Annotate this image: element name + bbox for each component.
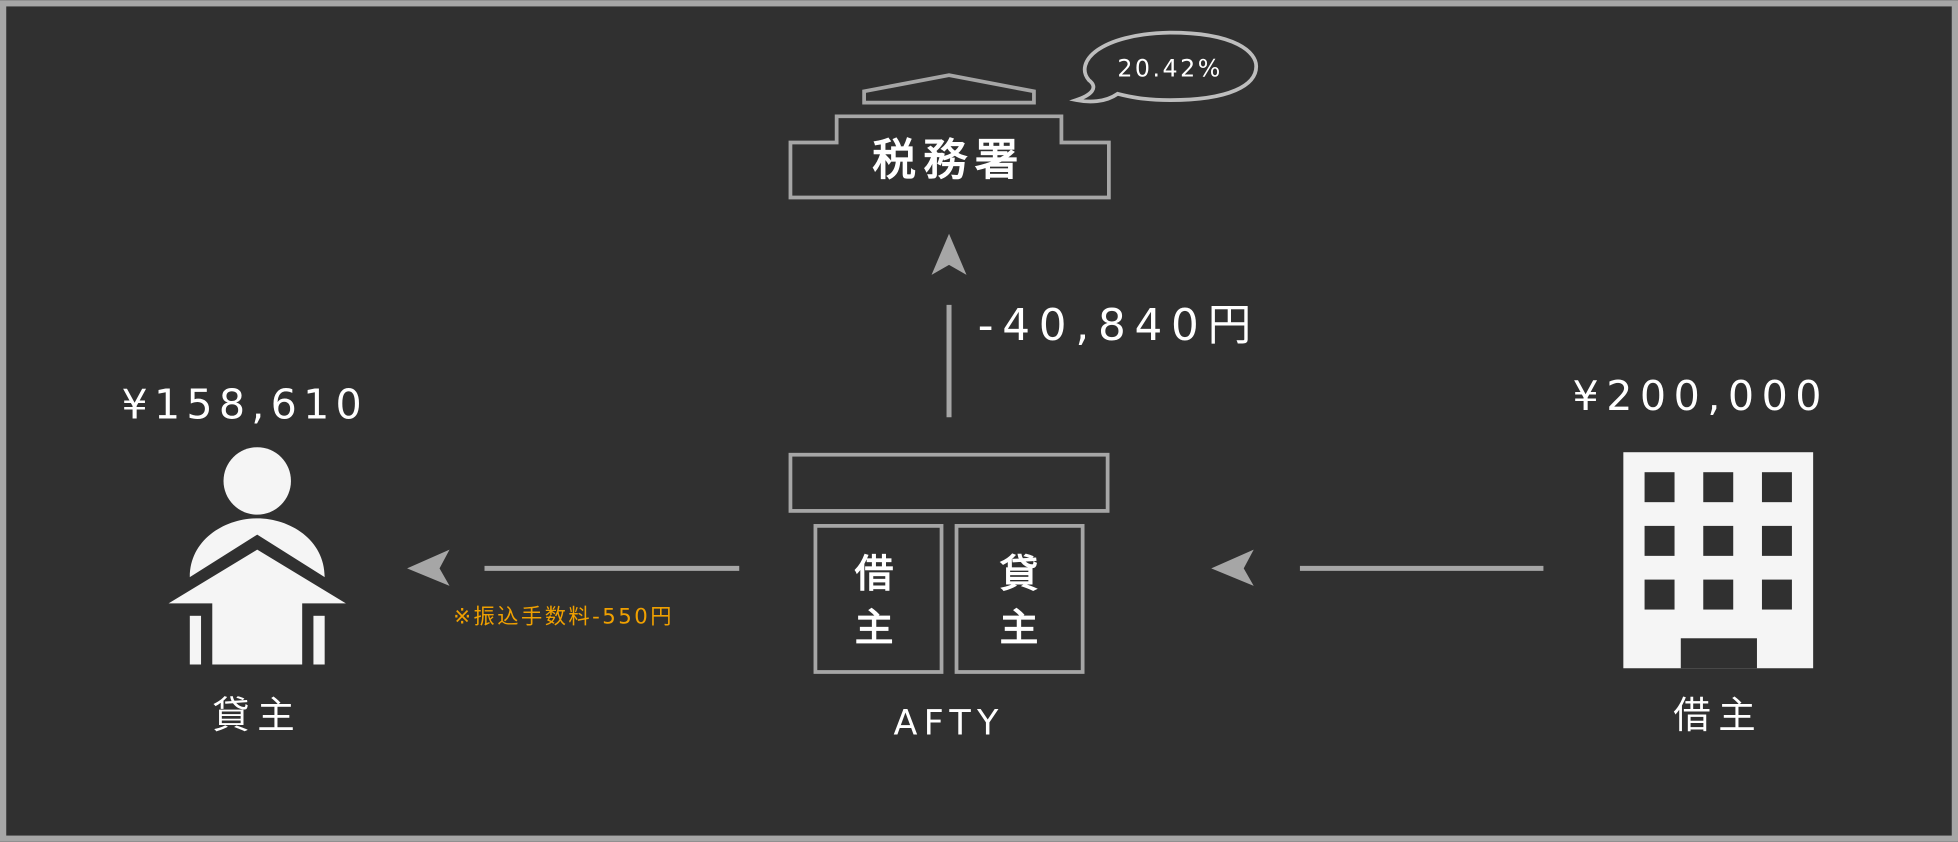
arrow-left-icon-2 xyxy=(1211,549,1254,586)
afty-label: AFTY xyxy=(893,703,1004,743)
arrow-up-icon xyxy=(931,233,967,275)
borrower-amount: ¥200,000 xyxy=(1573,372,1829,420)
borrower-label: 借主 xyxy=(1673,693,1763,737)
lender-label: 貸主 xyxy=(212,693,302,737)
tax-office-icon xyxy=(788,73,1111,200)
tax-rate: 20.42% xyxy=(1117,54,1222,82)
tax-amount: -40,840円 xyxy=(978,300,1260,351)
arrow-left-icon xyxy=(407,549,450,586)
tax-office-label: 税務署 xyxy=(872,135,1026,186)
speech-bubble-icon xyxy=(1069,30,1259,104)
afty-box-lender-top: 貸 xyxy=(1000,552,1039,597)
transfer-fee-note: ※振込手数料-550円 xyxy=(453,604,674,629)
lender-person-icon xyxy=(168,447,346,665)
afty-icon xyxy=(788,452,1110,674)
afty-box-borrower-bottom: 主 xyxy=(855,606,894,651)
afty-box-borrower-top: 借 xyxy=(854,552,894,597)
borrower-building-icon xyxy=(1623,452,1814,669)
lender-amount: ¥158,610 xyxy=(122,381,368,429)
afty-box-lender-bottom: 主 xyxy=(1000,606,1039,651)
